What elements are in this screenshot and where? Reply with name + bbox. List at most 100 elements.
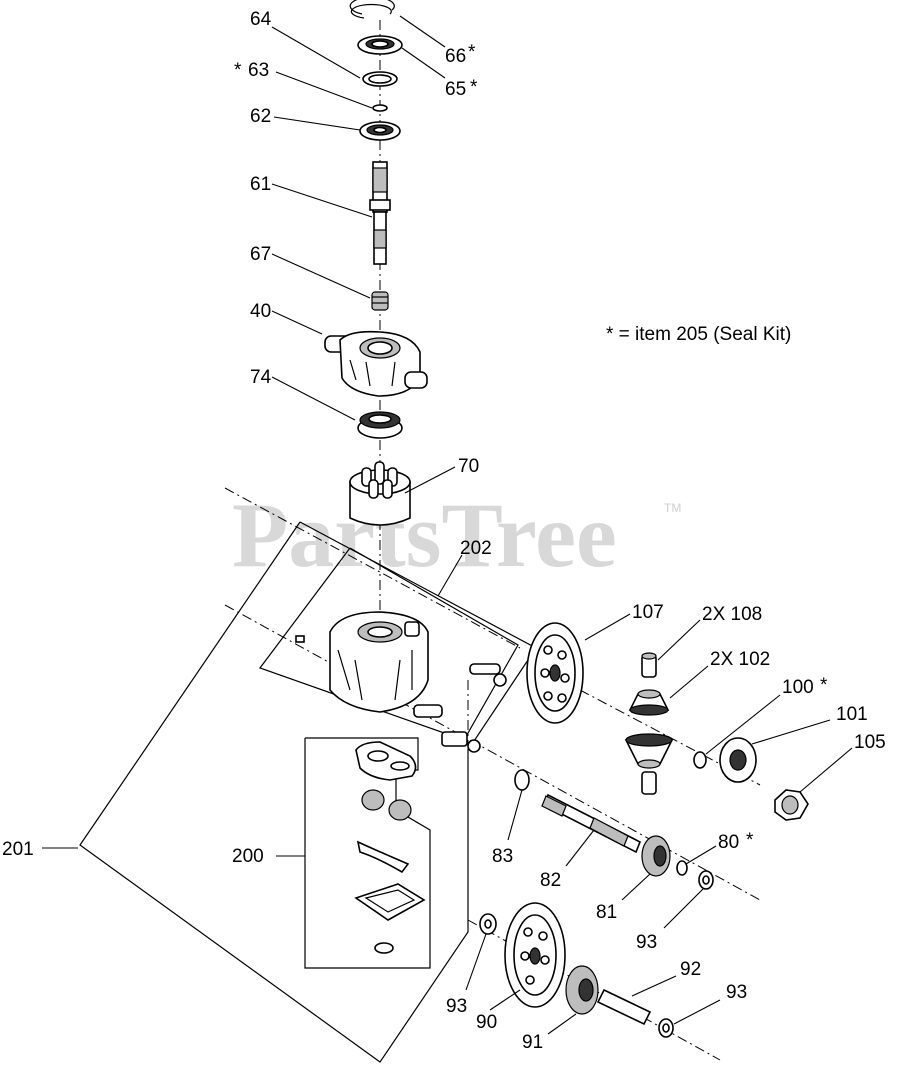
shaft-61-lower-spline bbox=[373, 229, 387, 249]
filter-plate-inner bbox=[364, 889, 416, 913]
washer-93-bottom-bore bbox=[662, 1023, 670, 1033]
pin-108-lower bbox=[641, 771, 657, 795]
label-65: 65 bbox=[445, 79, 466, 100]
oring-63 bbox=[372, 104, 388, 112]
shaft-61-collar bbox=[369, 199, 391, 211]
axis-diagonal-1 bbox=[224, 487, 521, 649]
gear-107-hole-5 bbox=[543, 691, 553, 701]
label-61: 61 bbox=[250, 174, 271, 195]
label-83: 83 bbox=[492, 846, 513, 867]
label-80: 80 bbox=[718, 832, 739, 853]
washer-93-left-bore bbox=[484, 919, 492, 929]
shaft-61-spline bbox=[372, 167, 388, 193]
housing-40-bore-inner bbox=[367, 341, 393, 355]
coupler-105-face bbox=[781, 795, 799, 815]
label-40: 40 bbox=[250, 301, 271, 322]
housing-40-port-right bbox=[404, 371, 428, 389]
label-100-star: * bbox=[820, 675, 828, 696]
watermark-tm: TM bbox=[664, 501, 681, 515]
filter-plug bbox=[374, 942, 394, 954]
label-93-bottom: 93 bbox=[726, 982, 747, 1003]
leader-108 bbox=[657, 619, 701, 661]
snap-ring-66-inner bbox=[350, 3, 392, 19]
shaft-82-spline-2 bbox=[589, 817, 629, 847]
label-82: 82 bbox=[540, 870, 561, 891]
label-70: 70 bbox=[458, 456, 479, 477]
label-91: 91 bbox=[522, 1032, 543, 1053]
gear-90-hole-4 bbox=[540, 955, 550, 965]
label-63: 63 bbox=[248, 60, 269, 81]
pin-gear-end bbox=[467, 739, 481, 753]
bevel-gear-102-lower-base bbox=[637, 759, 661, 769]
center-section-202 bbox=[329, 611, 429, 713]
seal-kit-note: * = item 205 (Seal Kit) bbox=[606, 324, 791, 345]
label-66: 66 bbox=[445, 46, 466, 67]
label-92: 92 bbox=[680, 959, 701, 980]
leader-83 bbox=[507, 789, 523, 841]
pinion-81-face bbox=[653, 845, 667, 867]
label-101: 101 bbox=[836, 704, 868, 725]
label-63-star: * bbox=[234, 60, 242, 81]
valve-block-200 bbox=[355, 741, 417, 781]
washer-100 bbox=[693, 751, 707, 769]
leader-61 bbox=[271, 183, 373, 218]
gear-107-hole-4 bbox=[560, 673, 570, 683]
leader-100 bbox=[705, 694, 781, 755]
bevel-gear-102-upper-base bbox=[629, 704, 669, 716]
pin-108-end bbox=[641, 652, 657, 660]
label-67: 67 bbox=[250, 244, 271, 265]
gear-101-hub bbox=[729, 749, 747, 771]
piston-2 bbox=[374, 461, 385, 485]
leader-202 bbox=[437, 554, 463, 597]
label-81: 81 bbox=[596, 902, 617, 923]
center-section-202-bore-inner bbox=[367, 626, 393, 638]
leader-107 bbox=[584, 613, 631, 641]
washer-83 bbox=[514, 769, 530, 791]
leader-93-left bbox=[465, 933, 487, 991]
label-200: 200 bbox=[232, 846, 264, 867]
bevel-gear-102-lower-top bbox=[625, 733, 673, 747]
pinion-91-face bbox=[578, 978, 594, 1002]
label-108: 2X 108 bbox=[702, 604, 762, 625]
label-62: 62 bbox=[250, 106, 271, 127]
valve-block-200-port bbox=[367, 750, 389, 762]
gear-107-hole-3 bbox=[540, 668, 550, 678]
pin-gear bbox=[441, 731, 468, 747]
label-93-left: 93 bbox=[446, 996, 467, 1017]
leader-93-right bbox=[663, 887, 705, 929]
leader-93-bottom bbox=[673, 999, 721, 1025]
label-107: 107 bbox=[632, 602, 664, 623]
spring-clip bbox=[356, 840, 410, 874]
gear-107-bore bbox=[549, 664, 561, 682]
leader-91 bbox=[547, 1013, 577, 1035]
bolt-upper bbox=[469, 663, 501, 675]
leader-81 bbox=[621, 873, 651, 901]
leader-40 bbox=[271, 310, 323, 335]
housing-40-ribs bbox=[349, 359, 396, 387]
check-valve-1 bbox=[361, 789, 385, 811]
gear-90-hole-5 bbox=[525, 975, 535, 985]
piston-5 bbox=[382, 479, 393, 499]
leader-102 bbox=[669, 665, 709, 699]
leader-63 bbox=[275, 71, 373, 109]
label-66-star: * bbox=[468, 42, 476, 63]
bolt-upper-head bbox=[493, 673, 507, 687]
label-64: 64 bbox=[250, 9, 272, 30]
shaft-82-spline-1 bbox=[541, 795, 567, 817]
valve-block-200-port-2 bbox=[390, 761, 410, 771]
label-93-right: 93 bbox=[636, 932, 657, 953]
label-74: 74 bbox=[250, 367, 272, 388]
center-section-202-boss bbox=[404, 621, 420, 637]
check-valve-2 bbox=[388, 799, 412, 821]
label-201: 201 bbox=[2, 839, 34, 860]
spring-67 bbox=[371, 291, 389, 311]
leader-82 bbox=[565, 829, 595, 867]
ring-80 bbox=[676, 860, 688, 876]
leader-74 bbox=[271, 376, 356, 421]
bearing-65-bore bbox=[371, 40, 389, 48]
label-102: 2X 102 bbox=[710, 649, 770, 670]
label-105: 105 bbox=[854, 732, 886, 753]
gear-90-bore bbox=[529, 947, 541, 965]
